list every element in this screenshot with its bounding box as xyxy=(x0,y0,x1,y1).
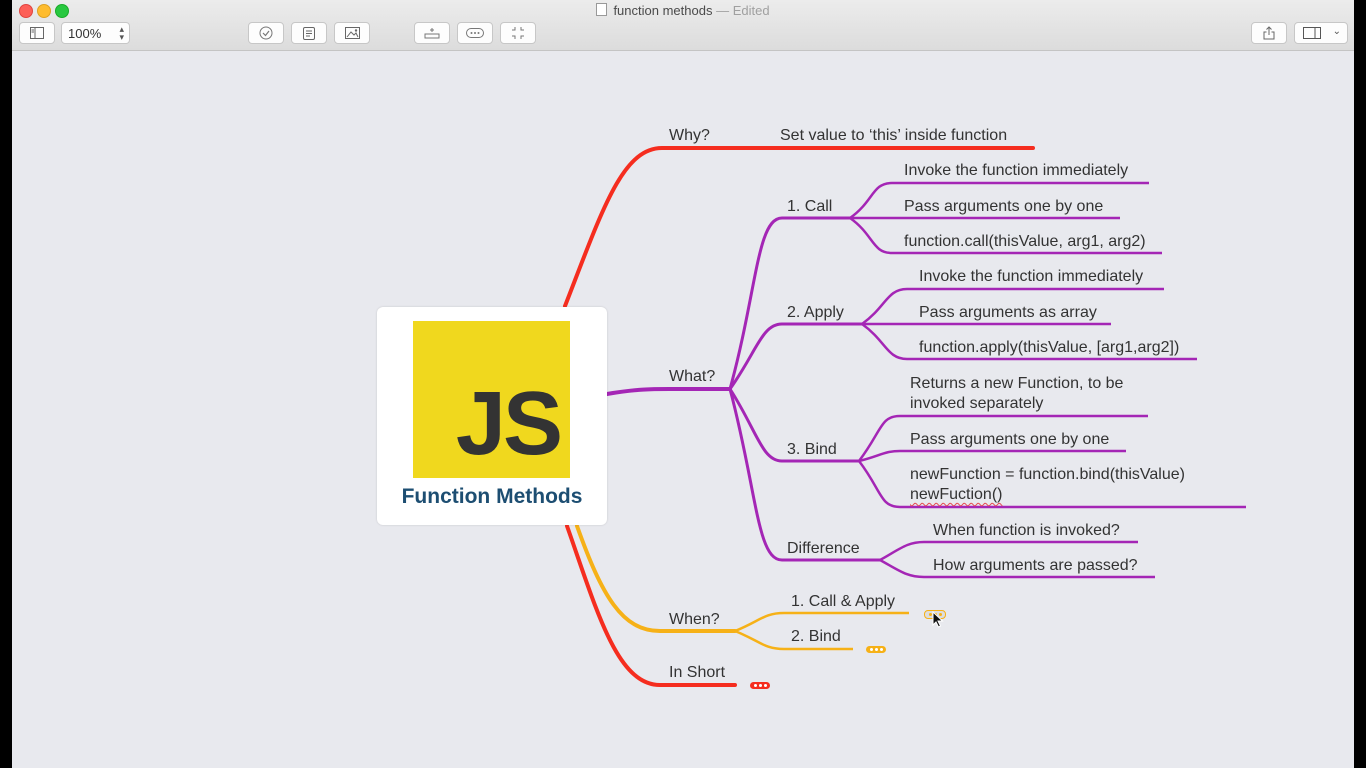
branch-apply-1 xyxy=(861,287,1164,326)
branch-when-1 xyxy=(734,611,909,633)
window-title: function methods — Edited xyxy=(12,3,1354,18)
task-checkmark-button[interactable] xyxy=(248,22,284,44)
stepper-icon: ▴▾ xyxy=(119,24,124,42)
branch-what xyxy=(605,387,732,396)
insert-image-button[interactable] xyxy=(334,22,370,44)
topic-call-point[interactable]: function.call(thisValue, arg1, arg2) xyxy=(904,233,1146,250)
topic-bind-point[interactable]: Pass arguments one by one xyxy=(910,431,1110,448)
branch-bind-2 xyxy=(858,449,1126,463)
branch-bind-1 xyxy=(858,414,1148,462)
topic-when-item[interactable]: 1. Call & Apply xyxy=(791,593,896,610)
topic-difference-point[interactable]: When function is invoked? xyxy=(933,522,1120,539)
branch-call xyxy=(728,216,850,390)
branch-bind-3 xyxy=(858,460,1246,509)
branch-call-1 xyxy=(849,181,1149,220)
topic-apply-point[interactable]: function.apply(thisValue, [arg1,arg2]) xyxy=(919,339,1180,356)
topic-call-point[interactable]: Pass arguments one by one xyxy=(904,198,1104,215)
topic-difference[interactable]: Difference xyxy=(787,540,860,557)
note-button[interactable] xyxy=(291,22,327,44)
topic-what[interactable]: What? xyxy=(669,368,716,385)
central-topic[interactable]: JS Function Methods xyxy=(377,307,607,525)
sidebar-toggle-button[interactable] xyxy=(19,22,55,44)
topic-when-item[interactable]: 2. Bind xyxy=(791,628,841,645)
branch-apply-3 xyxy=(861,322,1197,361)
window-minimize-button[interactable] xyxy=(37,4,51,18)
branch-difference xyxy=(728,388,880,562)
js-logo: JS xyxy=(413,321,570,478)
add-topic-icon xyxy=(424,28,440,39)
topic-bind-code[interactable]: newFunction = function.bind(thisValue) n… xyxy=(910,465,1185,505)
app-window: function methods — Edited 100% ▴▾ xyxy=(12,0,1354,768)
mind-map-branches xyxy=(563,146,1246,687)
branch-bind xyxy=(728,388,859,463)
pointer-cursor-icon xyxy=(932,611,944,628)
branch-call-3 xyxy=(849,216,1162,255)
topic-bind-point[interactable]: Returns a new Function, to be invoked se… xyxy=(910,375,1124,412)
relationship-button[interactable] xyxy=(457,22,493,44)
zoom-value: 100% xyxy=(68,25,102,41)
central-topic-title: Function Methods xyxy=(401,485,583,508)
branch-when xyxy=(575,524,737,633)
bind-code-line-misspelled: newFuction() xyxy=(910,486,1003,503)
bind-code-line: newFunction = function.bind(thisValue) xyxy=(910,466,1185,483)
collapsed-branch-toggle[interactable] xyxy=(750,682,770,689)
topic-why-answer[interactable]: Set value to ‘this’ inside function xyxy=(780,127,1008,144)
topic-call-point[interactable]: Invoke the function immediately xyxy=(904,162,1129,179)
inspector-button[interactable]: ⌄ xyxy=(1294,22,1348,44)
branch-why xyxy=(563,146,1035,308)
checkmark-icon xyxy=(259,26,273,40)
js-logo-text: JS xyxy=(455,374,563,474)
branch-in-short xyxy=(565,524,737,687)
zoom-select[interactable]: 100% ▴▾ xyxy=(61,22,130,44)
branch-difference-1 xyxy=(879,540,1138,562)
topic-apply[interactable]: 2. Apply xyxy=(787,304,844,321)
relationship-icon xyxy=(466,28,484,38)
collapsed-branch-toggle[interactable] xyxy=(866,646,886,653)
inspector-icon xyxy=(1303,27,1321,39)
focus-button[interactable] xyxy=(500,22,536,44)
share-button[interactable] xyxy=(1251,22,1287,44)
window-zoom-button[interactable] xyxy=(55,4,69,18)
branch-difference-2 xyxy=(879,558,1155,579)
window-close-button[interactable] xyxy=(19,4,33,18)
edited-status: — Edited xyxy=(716,3,770,18)
topic-why[interactable]: Why? xyxy=(669,127,710,144)
topic-apply-point[interactable]: Invoke the function immediately xyxy=(919,268,1144,285)
document-name: function methods xyxy=(613,3,713,18)
add-topic-button[interactable] xyxy=(414,22,450,44)
mind-map-canvas[interactable]: JS Function Methods Why? Set value to ‘t… xyxy=(12,51,1354,768)
topic-apply-point[interactable]: Pass arguments as array xyxy=(919,304,1097,321)
chevron-down-icon: ⌄ xyxy=(1332,26,1341,37)
topic-in-short[interactable]: In Short xyxy=(669,664,726,681)
note-icon xyxy=(303,26,315,40)
branch-apply xyxy=(728,322,862,390)
image-icon xyxy=(344,27,360,39)
topic-when[interactable]: When? xyxy=(669,611,720,628)
topic-bind[interactable]: 3. Bind xyxy=(787,441,837,458)
topic-call[interactable]: 1. Call xyxy=(787,198,833,215)
share-icon xyxy=(1263,26,1275,40)
topic-difference-point[interactable]: How arguments are passed? xyxy=(933,557,1138,574)
sidebar-icon xyxy=(30,27,44,39)
document-icon xyxy=(596,3,608,16)
branch-when-2 xyxy=(734,629,853,651)
focus-icon xyxy=(512,27,524,39)
title-bar: function methods — Edited 100% ▴▾ xyxy=(12,0,1354,51)
